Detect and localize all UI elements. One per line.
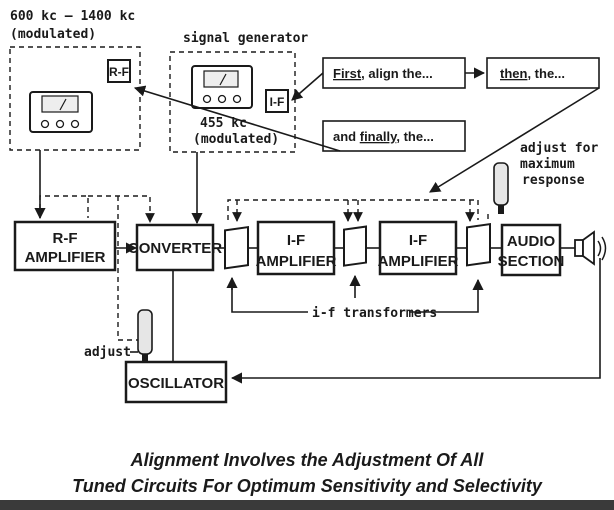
step-then-rest: , the... <box>527 66 565 81</box>
if-amp2-label-2: AMPLIFIER <box>378 253 459 270</box>
oscillator-block: OSCILLATOR <box>124 360 228 404</box>
if-generator-dashed-frame <box>169 51 296 153</box>
dash-gang-to-osc <box>117 196 142 341</box>
if-transformers-bracket-right <box>410 278 484 313</box>
rf-generator-instrument-icon <box>29 91 93 133</box>
if-amp1-label-1: I-F <box>287 232 305 249</box>
adjust-max-label-1: adjust for <box>520 141 598 156</box>
if-tag-box <box>265 89 289 113</box>
signal-generator-title: signal generator <box>183 31 308 46</box>
rf-modulated-label: (modulated) <box>10 27 96 42</box>
if-signal-generator: signal generator I-F 455 kc (modulated) <box>169 31 308 153</box>
if-amp2-label-1: I-F <box>409 232 427 249</box>
caption-line-1: Alignment Involves the Adjustment Of All <box>130 450 485 470</box>
if-freq-label: 455 kc <box>200 116 247 131</box>
arrow-then-to-if-stage <box>429 87 600 193</box>
rf-amp-label-1: R-F <box>53 230 78 247</box>
speaker-icon <box>574 230 607 266</box>
audio-section-block: AUDIO SECTION <box>498 223 565 277</box>
if-transformer-1 <box>224 226 249 270</box>
if-transformer-3 <box>466 222 491 267</box>
if-generator-instrument-icon <box>191 65 253 109</box>
if-transformer-2 <box>343 225 367 267</box>
oscillator-label: OSCILLATOR <box>128 375 224 392</box>
if-transformers-label: i-f transformers <box>312 306 437 321</box>
step-then-word: then <box>500 66 528 81</box>
converter-label: CONVERTER <box>128 240 222 257</box>
audio-label-2: SECTION <box>498 253 565 270</box>
line-return-to-oscillator <box>230 258 601 384</box>
adjust-max-label-3: response <box>522 173 585 188</box>
if-transformers-bracket-left <box>231 280 308 313</box>
if-amplifier-1-block: I-F AMPLIFIER <box>256 220 337 276</box>
step-first-callout: First, align the... <box>322 57 466 89</box>
step-first-rest: , align the... <box>361 66 433 81</box>
alignment-tool-icon <box>493 162 509 214</box>
rf-tag-label: R-F <box>109 65 129 79</box>
oscillator-adjust-tool-icon <box>137 309 153 362</box>
dash-if-tuning-top <box>227 199 479 220</box>
step-finally-rest: , the... <box>396 129 434 144</box>
step-finally-callout: and finally, the... <box>322 120 466 152</box>
arrow-first-to-if-gen <box>291 72 324 101</box>
step-first-word: First <box>333 66 362 81</box>
step-then-callout: then, the... <box>486 57 600 89</box>
audio-label-1: AUDIO <box>507 233 556 250</box>
converter-block: CONVERTER <box>128 223 222 272</box>
step-finally-word: finally <box>360 129 398 144</box>
rf-signal-generator: 600 kc — 1400 kc (modulated) R-F <box>9 9 141 151</box>
rf-generator-dashed-frame <box>9 46 141 151</box>
if-tag-label: I-F <box>270 95 285 109</box>
dash-gang-to-converter <box>88 195 155 223</box>
if-amplifier-2-block: I-F AMPLIFIER <box>378 220 459 276</box>
svg-text:then, the...: then, the... <box>500 66 565 81</box>
rf-amp-label-2: AMPLIFIER <box>25 249 106 266</box>
arrow-finally-to-rf-gen <box>133 85 341 152</box>
rf-amplifier-block: R-F AMPLIFIER <box>13 220 117 272</box>
step-finally-pre: and <box>333 129 360 144</box>
svg-text:First, align the...: First, align the... <box>333 66 433 81</box>
adjust-max-label-2: maximum <box>520 157 575 172</box>
bottom-border <box>0 500 614 510</box>
dash-rfamp-tuning <box>39 195 89 218</box>
if-modulated-label: (modulated) <box>193 132 279 147</box>
svg-text:and finally, the...: and finally, the... <box>333 129 434 144</box>
if-amp1-label-2: AMPLIFIER <box>256 253 337 270</box>
rf-tag-box <box>107 59 131 83</box>
adjust-label: adjust <box>84 345 131 360</box>
rf-freq-range: 600 kc — 1400 kc <box>10 9 135 24</box>
caption-line-2: Tuned Circuits For Optimum Sensitivity a… <box>72 476 543 496</box>
